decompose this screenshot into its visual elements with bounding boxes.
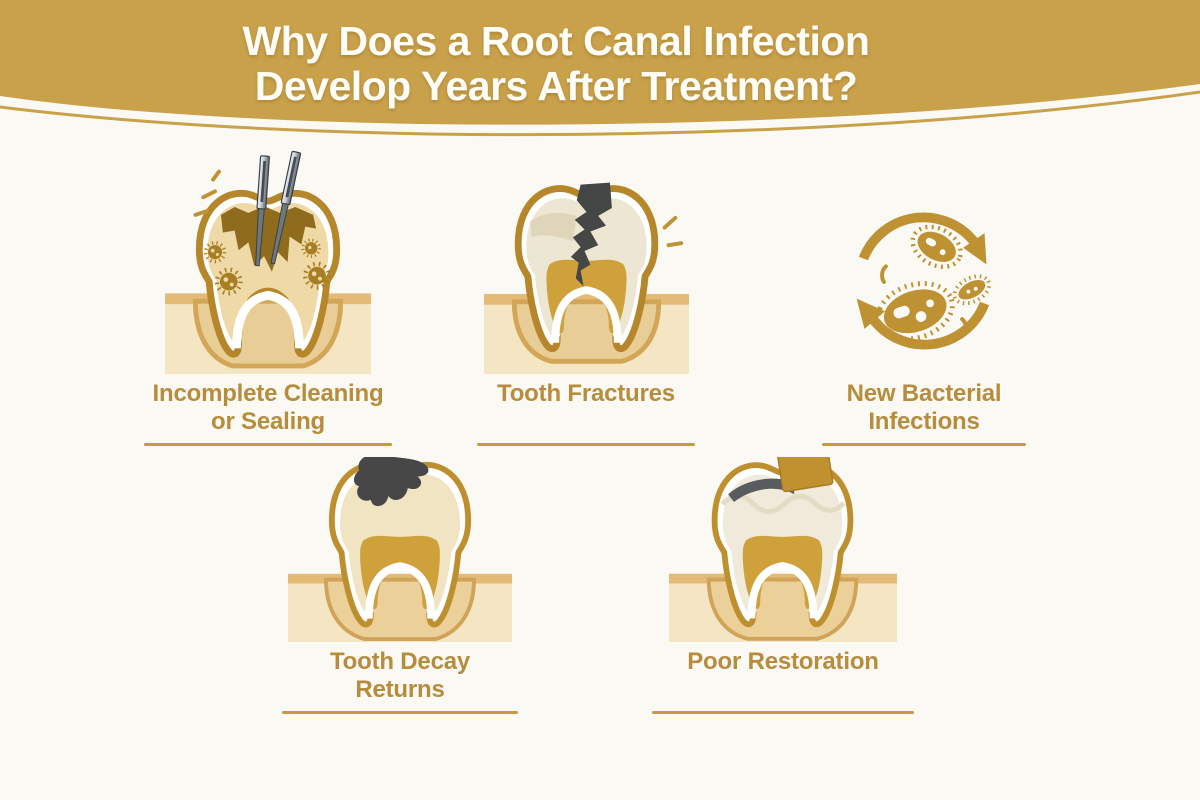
label-line1: Incomplete Cleaning [152,380,384,407]
icon-box [841,148,1007,374]
page-title: Why Does a Root Canal Infection Develop … [0,19,1112,109]
tooth-loose-filling-icon [669,457,897,642]
opened-cavity [220,206,317,272]
tooth-decay-icon [288,457,512,642]
motion-marks [880,264,968,337]
root-canal-arch [747,562,818,619]
sparkle-marks [193,169,221,217]
endodontic-file [255,155,270,267]
header-banner [0,0,1200,137]
enamel-shadow [529,212,577,242]
loose-filling [777,457,834,493]
page-title-line1: Why Does a Root Canal Infection [242,18,870,64]
label-line2: Infections [868,408,980,435]
fracture-crack [570,182,612,287]
cause-label: Tooth Fractures [497,380,675,436]
cause-label: New Bacterial Infections [847,380,1002,436]
banner-accent-line [0,90,1200,137]
cause-item-tooth-decay-returns: Tooth Decay Returns [250,452,550,714]
tooth-pulp [360,535,440,610]
label-underline [822,443,1026,446]
arrowhead [856,298,885,329]
sparkle-marks [662,215,683,248]
label-underline [477,443,695,446]
endodontic-file [270,150,302,265]
decay-spot [353,457,429,506]
tooth-pulp [742,535,823,609]
cause-label: Poor Restoration [687,648,879,704]
cause-label: Incomplete Cleaning or Sealing [153,380,384,436]
cause-label: Tooth Decay Returns [330,648,470,704]
label-underline [652,711,914,714]
cause-item-poor-restoration: Poor Restoration [633,452,933,714]
label-line1: Tooth Fractures [497,380,675,407]
label-line2: Returns [355,676,445,703]
cause-item-tooth-fractures: Tooth Fractures [436,148,736,446]
bacteria-cycle-icon [856,212,992,350]
icon-box [669,452,897,642]
tooth-root-canal-files-icon [165,150,371,374]
arrowhead [963,233,987,265]
cycle-arrows [858,212,990,350]
label-underline [144,443,392,446]
label-line1: Tooth Decay [329,648,471,675]
icon-box [165,148,371,374]
bacteria-in-tooth [203,238,332,296]
label-line1: Poor Restoration [687,648,879,675]
filling-gap [728,478,795,502]
cracked-tooth-icon [483,182,689,374]
tooth-pulp [545,259,627,334]
label-line1: New Bacterial [846,380,1002,407]
icon-box [288,452,512,642]
banner-shape [0,0,1200,125]
label-line2: or Sealing [210,408,326,435]
root-canal-arch [364,562,436,619]
icon-box [483,148,689,374]
enamel-cusp-line [720,493,846,515]
label-underline [282,711,518,714]
root-canal-arch [550,286,622,343]
cause-item-new-bacterial-infections: New Bacterial Infections [774,148,1074,446]
cause-item-incomplete-cleaning: Incomplete Cleaning or Sealing [118,148,418,446]
page-title-line2: Develop Years After Treatment? [254,63,858,109]
root-canal-arch [232,290,304,349]
